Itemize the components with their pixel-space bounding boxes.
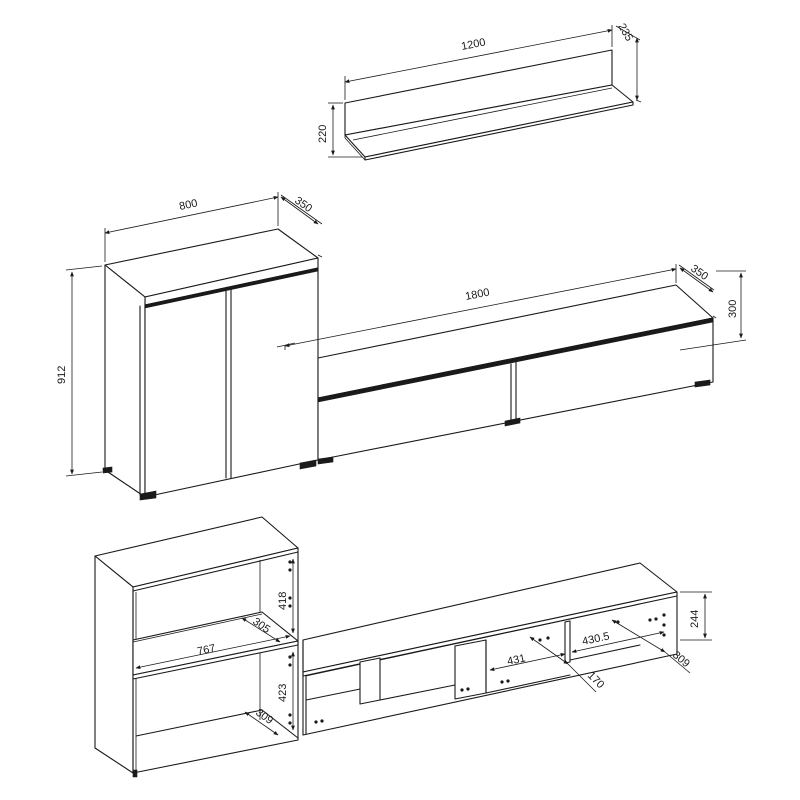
open-tv-divider-3 [564, 620, 571, 664]
dim-label-tv-comp-depth: 309 [670, 649, 692, 670]
dim-label-cab-lower-height: 423 [277, 684, 289, 702]
dim-label-cabinet-width: 800 [178, 197, 198, 213]
dim-label-cab-inner-width: 767 [196, 642, 216, 658]
dim-line-cabinet-depth [280, 196, 319, 225]
open-cabinet-side [94, 555, 134, 774]
open-cabinet-foot [132, 769, 138, 778]
cabinet-open: 418 305 767 423 309 [94, 516, 299, 778]
tv-unit-closed: 1800 350 300 [276, 263, 747, 465]
dim-line-tv-comp-mid-width [489, 653, 566, 671]
dim-label-cabinet-height: 912 [56, 366, 68, 384]
cabinet-foot-front-right [299, 459, 317, 470]
dim-label-tv-comp-mid-width: 431 [506, 652, 526, 668]
tv-foot-right [694, 379, 711, 388]
dim-line-cabinet-width [104, 196, 279, 234]
dim-label-shelf-depth: 235 [615, 22, 635, 44]
dim-label-tv-depth: 350 [688, 263, 710, 283]
wall-shelf: 1200 235 220 [317, 22, 642, 161]
tv-unit-open: 244 430.5 309 431 170 [302, 562, 712, 736]
dim-label-tv-height: 300 [727, 300, 739, 318]
shelf-front-edge [364, 101, 634, 161]
tv-foot-mid [504, 417, 521, 427]
dim-line-tv-depth [679, 267, 714, 293]
open-tv-divider-2 [454, 639, 487, 700]
open-tv-divider-1 [359, 657, 381, 705]
tv-foot-left [317, 456, 334, 465]
dim-label-cab-upper-height: 418 [277, 592, 289, 610]
dim-line-shelf-width [344, 28, 613, 84]
dim-line-cab-inner-width [135, 634, 291, 670]
dim-label-shelf-height: 220 [317, 125, 329, 143]
cabinet-foot-rear-left [102, 466, 113, 474]
dim-label-cabinet-depth: 350 [292, 195, 314, 215]
dim-label-shelf-width: 1200 [460, 36, 486, 52]
dim-label-cab-lower-depth: 309 [253, 707, 275, 727]
dim-label-tv-width: 1800 [464, 286, 490, 302]
cabinet-side [104, 264, 146, 498]
dim-label-tv-comp-right-width: 430.5 [581, 630, 610, 647]
cabinet-foot-front-left [139, 490, 157, 501]
open-tv-top [302, 562, 678, 673]
cabinet-closed: 800 350 912 [56, 192, 323, 501]
open-cabinet-mid-shelf [132, 611, 299, 676]
dim-line-cab-lower-depth [244, 711, 279, 736]
dim-line-tv-divider-gap [529, 636, 569, 665]
dim-label-tv-inner-height: 244 [689, 610, 701, 628]
dim-line-tv-comp-depth [611, 619, 666, 653]
dim-line-tv-width [284, 267, 677, 348]
